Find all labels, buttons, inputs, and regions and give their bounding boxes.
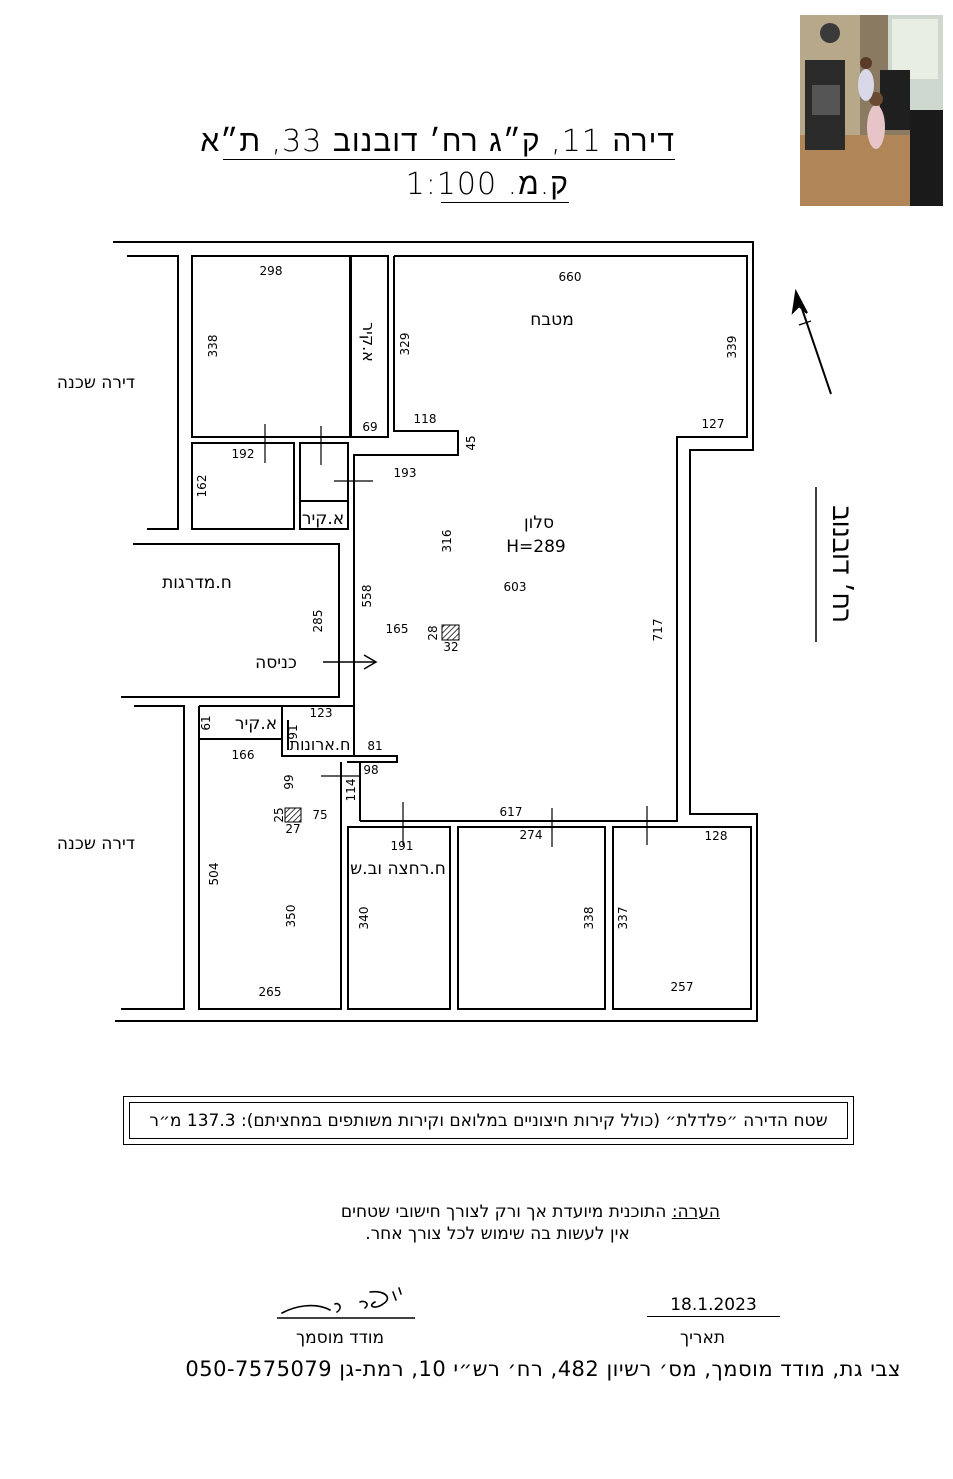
label-kitchen: מטבח [530,310,574,330]
dim: 128 [705,829,728,843]
entrance-arrow-icon [323,654,378,670]
signature-image [277,1287,415,1319]
note-label: הערה: [671,1202,720,1222]
dim: 338 [206,335,220,358]
dim: 274 [520,828,543,842]
plan-scale: ק.מ. 1:100 [405,167,569,203]
dim: 339 [725,336,739,359]
label-neighbor-top: דירה שכנה [57,373,135,393]
dim: 340 [357,907,371,930]
date-value: 18.1.2023 [647,1295,780,1317]
dim: 337 [616,907,630,930]
neighbor-wall-bottom [121,705,185,1010]
label-living: סלון [524,513,554,533]
plan-title: דירה 11, ק״ג רח׳ דובנוב 33, ת״א [200,124,675,160]
dim: 617 [500,805,523,819]
label-storage-b: א.קיר [235,714,277,734]
dim: 504 [207,863,221,886]
area-text: שטח הדירה ״פלדלת״ (כולל קירות חיצוניים ב… [149,1110,828,1131]
note-line2: אין לעשות בה שימוש לכל צורך אחר. [365,1224,630,1244]
dim: 98 [363,763,378,777]
dim: 123 [310,706,333,720]
dim: 99 [282,774,296,789]
dim: 127 [702,417,725,431]
dim: 285 [311,610,325,633]
dim: 191 [391,839,414,853]
dim: 660 [559,270,582,284]
dim: 298 [260,264,283,278]
dim: 27 [285,822,300,836]
label-bathroom: ח.רחצה וב.ש [350,859,446,879]
surveyor-label: מודד מוסמך [296,1328,385,1348]
dim: 558 [360,585,374,608]
dim: 603 [504,580,527,594]
column-living [441,624,460,641]
note: הערה: התוכנית מיועדת אך ורק לצורך חישובי… [300,1202,720,1244]
dim: 45 [464,435,478,450]
label-entrance: כניסה [255,653,297,673]
dim: 338 [582,907,596,930]
dim: 350 [284,905,298,928]
dim: 265 [259,985,282,999]
dim: 329 [398,333,412,356]
dim: 316 [440,530,454,553]
floor-plan: דירה שכנה דירה שכנה ח.מדרגות כניסה מטבח … [57,241,856,1022]
label-stairs: ח.מדרגות [162,573,232,593]
label-storage-a: א.קיר [359,322,378,362]
outer-wall [113,241,758,1022]
dim: 81 [367,739,382,753]
dim: 28 [426,625,440,640]
label-closets: ח.ארונות [290,735,351,754]
dim: 91 [286,724,300,739]
neighbor-wall-top [127,255,179,530]
dim: 61 [199,715,213,730]
dim: 257 [671,980,694,994]
stairwell-wall [121,543,340,698]
apartment-photo [800,15,943,206]
note-line1: התוכנית מיועדת אך ורק לצורך חישובי שטחים [340,1202,672,1222]
dim: 25 [272,807,286,822]
column-bedroom [284,807,302,823]
label-living-height: H=289 [506,537,565,557]
date-label: תאריך [680,1328,726,1348]
dim: 162 [195,475,209,498]
dim: 75 [312,808,327,822]
dim: 114 [344,779,358,802]
street-label: רח׳ דובנוב [826,505,856,623]
dim: 32 [443,640,458,654]
dim: 165 [386,622,409,636]
area-box: שטח הדירה ״פלדלת״ (כולל קירות חיצוניים ב… [123,1096,854,1145]
north-arrow-icon [791,288,832,395]
dim: 118 [414,412,437,426]
dim: 166 [232,748,255,762]
label-storage-c: א.קיר [302,509,344,529]
dim: 193 [394,466,417,480]
label-neighbor-bottom: דירה שכנה [57,834,135,854]
dim: 717 [651,619,665,642]
dim: 69 [362,420,377,434]
dim: 192 [232,447,255,461]
surveyor-footer: צבי גת, מודד מוסמך, מס׳ רשיון 482, רח׳ ר… [185,1357,901,1381]
